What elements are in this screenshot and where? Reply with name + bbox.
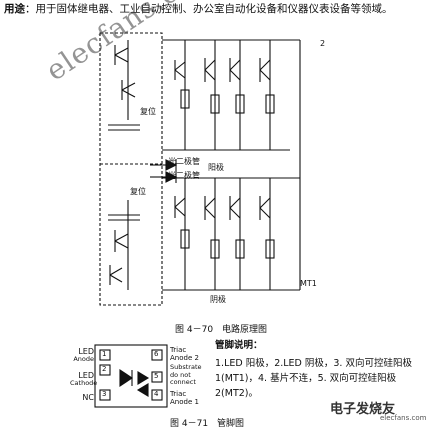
label-reset-2: 复位 <box>130 187 146 196</box>
upper-stage-2 <box>204 40 220 150</box>
photo-transistor-bottom <box>108 200 140 290</box>
pin-2-pad <box>99 364 111 376</box>
label-reset-1: 复位 <box>140 107 156 116</box>
lower-stage-3 <box>229 178 245 290</box>
pin-number-6: 6 <box>154 350 159 358</box>
site-logo-url: elecfans.com <box>380 414 426 422</box>
upper-stage-3 <box>229 40 245 150</box>
label-rail-2: 2 <box>320 39 326 48</box>
package-outline <box>94 344 168 408</box>
pin-description-text: 1.LED 阳极，2.LED 阴极，3. 双向可控硅阳极 1(MT1)，4. 基… <box>215 358 412 399</box>
label-led-1: 光二极管 <box>168 157 200 166</box>
pin-5-pad <box>151 371 163 383</box>
upper-stage-4 <box>259 40 275 150</box>
pin-number-5: 5 <box>154 372 159 380</box>
usage-line: 用途：用于固体继电器、工业自动控制、办公室自动化设备和仪器仪表设备等领域。 <box>4 4 393 15</box>
pin-number-3: 3 <box>102 390 107 398</box>
photo-transistor-top <box>108 40 140 131</box>
pin-4-pad <box>151 389 163 401</box>
label-cathode: 阴极 <box>210 295 226 304</box>
usage-text: ：用于固体继电器、工业自动控制、办公室自动化设备和仪器仪表设备等领域。 <box>25 3 393 15</box>
lower-stage-1 <box>174 178 190 290</box>
caption-fig-4-70: 图 4－70 电路原理图 <box>175 325 268 335</box>
pin-6-pad <box>151 349 163 361</box>
pin-number-2: 2 <box>102 365 107 373</box>
upper-stage-1 <box>174 40 190 150</box>
package-led-icon <box>119 368 133 388</box>
pin-description-title: 管脚说明： <box>215 340 263 351</box>
usage-label: 用途 <box>4 3 25 15</box>
pin-number-1: 1 <box>102 350 107 358</box>
package-triac-icon <box>137 371 150 385</box>
detector-enclosure <box>99 32 163 306</box>
pin-label-nc: NC <box>82 393 94 402</box>
pin-3-pad <box>99 389 111 401</box>
package-triac-icon-2 <box>136 383 149 397</box>
lower-stage-2 <box>204 178 220 290</box>
site-logo: 电子发烧友 <box>330 402 396 417</box>
lower-stage-4 <box>259 178 275 290</box>
caption-fig-4-71: 图 4－71 管脚图 <box>170 419 245 429</box>
label-led-2: 光二极管 <box>168 171 200 180</box>
pin-number-4: 4 <box>154 390 159 398</box>
label-mt1: MT1 <box>300 279 317 288</box>
label-anode: 阳极 <box>208 163 224 172</box>
pin-1-pad <box>99 349 111 361</box>
